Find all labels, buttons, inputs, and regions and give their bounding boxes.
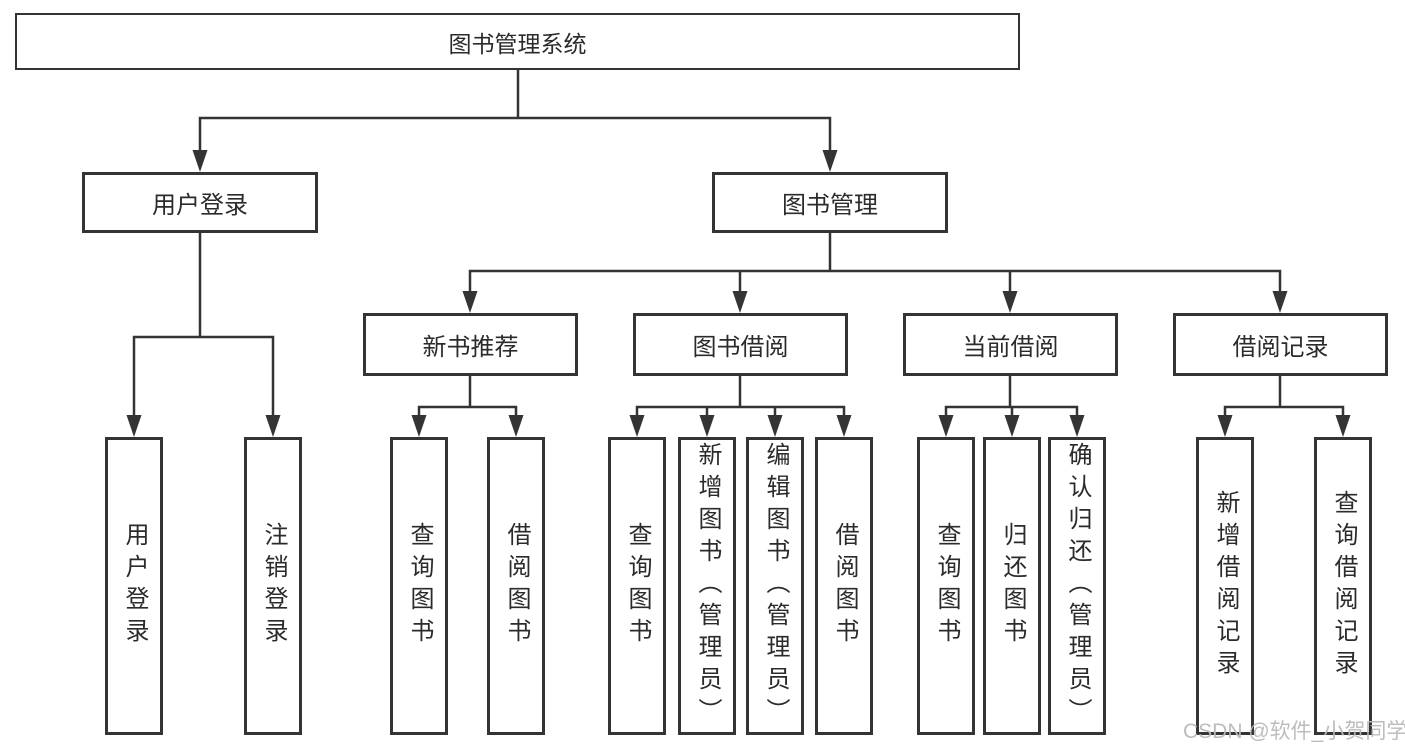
leaf-borrow-books-recommend: 借阅图书	[487, 437, 545, 735]
node-current-borrow: 当前借阅	[903, 313, 1118, 376]
node-book-management: 图书管理	[712, 172, 948, 233]
csdn-watermark: CSDN @软件_小贺同学	[1183, 720, 1405, 743]
node-label: 注销登录	[260, 522, 287, 650]
node-label: 查询借阅记录	[1330, 490, 1357, 682]
node-label: 新增借阅记录	[1212, 490, 1239, 682]
node-label: 归还图书	[999, 522, 1026, 650]
leaf-add-book-admin: 新增图书（管理员）	[678, 437, 736, 735]
leaf-add-borrow-record: 新增借阅记录	[1196, 437, 1254, 735]
node-label: 借阅记录	[1232, 334, 1329, 361]
leaf-query-books-current: 查询图书	[917, 437, 975, 735]
node-label: 新书推荐	[422, 334, 519, 361]
node-label: 编辑图书（管理员）	[762, 442, 789, 730]
leaf-confirm-return-admin: 确认归还（管理员）	[1048, 437, 1106, 735]
node-book-borrow: 图书借阅	[633, 313, 848, 376]
leaf-query-borrow-record: 查询借阅记录	[1314, 437, 1372, 735]
node-label: 用户登录	[121, 522, 148, 650]
leaf-return-books: 归还图书	[983, 437, 1041, 735]
leaf-user-login: 用户登录	[105, 437, 163, 735]
node-label: 查询图书	[933, 522, 960, 650]
node-label: 确认归还（管理员）	[1064, 442, 1091, 730]
node-user-login: 用户登录	[82, 172, 318, 233]
leaf-query-books-borrow: 查询图书	[608, 437, 666, 735]
node-label: 新增图书（管理员）	[694, 442, 721, 730]
leaf-borrow-books: 借阅图书	[815, 437, 873, 735]
node-label: 图书管理系统	[448, 30, 587, 57]
arrowheads	[126, 150, 1351, 437]
node-root-system: 图书管理系统	[15, 13, 1020, 70]
leaf-query-books-recommend: 查询图书	[390, 437, 448, 735]
leaf-logout-login: 注销登录	[244, 437, 302, 735]
node-label: 图书管理	[782, 192, 878, 219]
node-new-book-recommend: 新书推荐	[363, 313, 578, 376]
node-label: 查询图书	[406, 522, 433, 650]
node-borrow-records: 借阅记录	[1173, 313, 1388, 376]
node-label: 借阅图书	[503, 522, 530, 650]
node-label: 查询图书	[624, 522, 651, 650]
node-label: 当前借阅	[962, 334, 1059, 361]
node-label: 图书借阅	[692, 334, 789, 361]
node-label: 用户登录	[152, 192, 248, 219]
leaf-edit-book-admin: 编辑图书（管理员）	[746, 437, 804, 735]
node-label: 借阅图书	[831, 522, 858, 650]
